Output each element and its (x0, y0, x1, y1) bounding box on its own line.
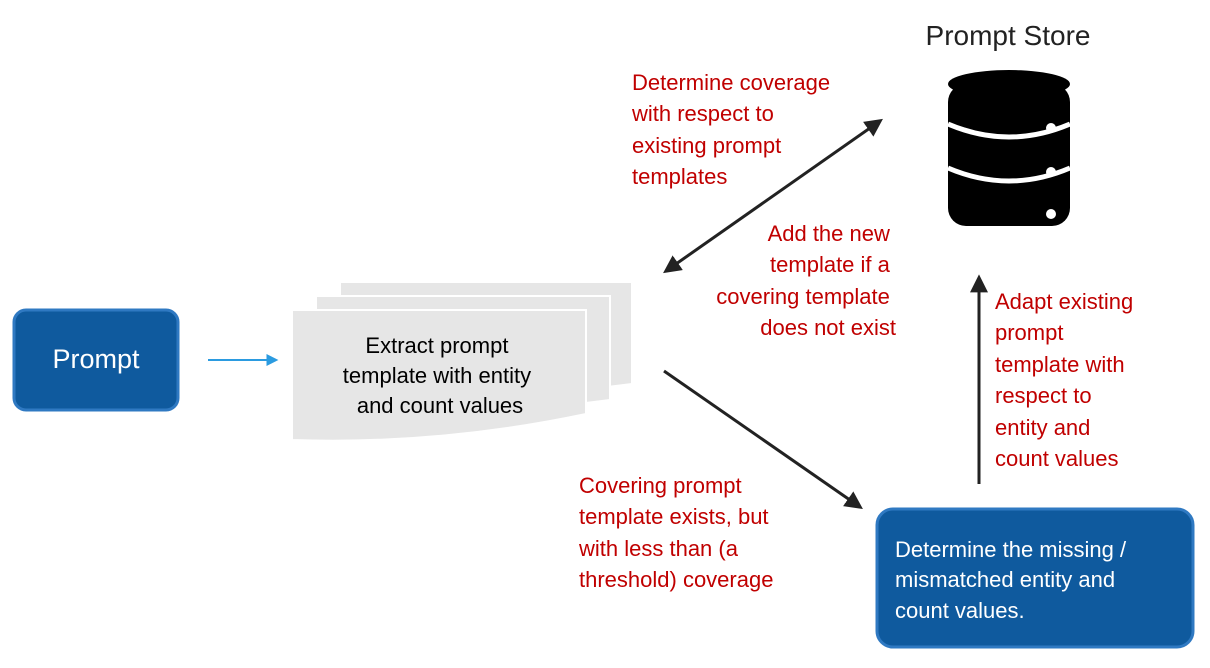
extract-store-bidirectional-arrow (663, 118, 883, 274)
adapt-annotation: Adapt existing prompt template with resp… (995, 289, 1139, 471)
extract-document-stack: Extract prompt template with entity and … (291, 281, 633, 442)
covering-line-1: Covering prompt (579, 473, 742, 498)
determine-line-1: Determine the missing / (895, 537, 1127, 562)
extract-label-line-2: template with entity (343, 363, 531, 388)
covering-exists-annotation: Covering prompt template exists, but wit… (578, 473, 775, 592)
coverage-line-1: Determine coverage (632, 70, 830, 95)
extract-label-line-3: and count values (357, 393, 523, 418)
adapt-line-1: Adapt existing (995, 289, 1133, 314)
add-new-line-1: Add the new (768, 221, 890, 246)
add-new-line-4: does not exist (760, 315, 896, 340)
determine-missing-node: Determine the missing / mismatched entit… (875, 507, 1195, 649)
prompt-node: Prompt (12, 308, 180, 412)
adapt-line-6: count values (995, 446, 1119, 471)
adapt-line-3: template with (995, 352, 1125, 377)
adapt-line-2: prompt (995, 320, 1063, 345)
adapt-line-4: respect to (995, 383, 1092, 408)
database-icon (947, 70, 1071, 226)
extract-label: Extract prompt template with entity and … (343, 333, 537, 418)
add-new-line-2: template if a (770, 252, 891, 277)
coverage-line-4: templates (632, 164, 727, 189)
extract-label-line-1: Extract prompt (365, 333, 508, 358)
determine-line-3: count values. (895, 598, 1025, 623)
determine-line-2: mismatched entity and (895, 567, 1115, 592)
prompt-store-title: Prompt Store (926, 20, 1091, 51)
coverage-line-3: existing prompt (632, 133, 781, 158)
coverage-annotation: Determine coverage with respect to exist… (631, 70, 836, 189)
add-new-line-3: covering template (716, 284, 890, 309)
adapt-line-5: entity and (995, 415, 1090, 440)
coverage-line-2: with respect to (631, 101, 774, 126)
determine-missing-label: Determine the missing / mismatched entit… (895, 537, 1132, 623)
covering-line-4: threshold) coverage (579, 567, 773, 592)
covering-line-3: with less than (a (578, 536, 739, 561)
extract-to-determine-arrow (663, 369, 863, 510)
covering-line-2: template exists, but (579, 504, 769, 529)
add-new-annotation: Add the new template if a covering templ… (716, 221, 896, 340)
prompt-node-label: Prompt (52, 344, 140, 374)
